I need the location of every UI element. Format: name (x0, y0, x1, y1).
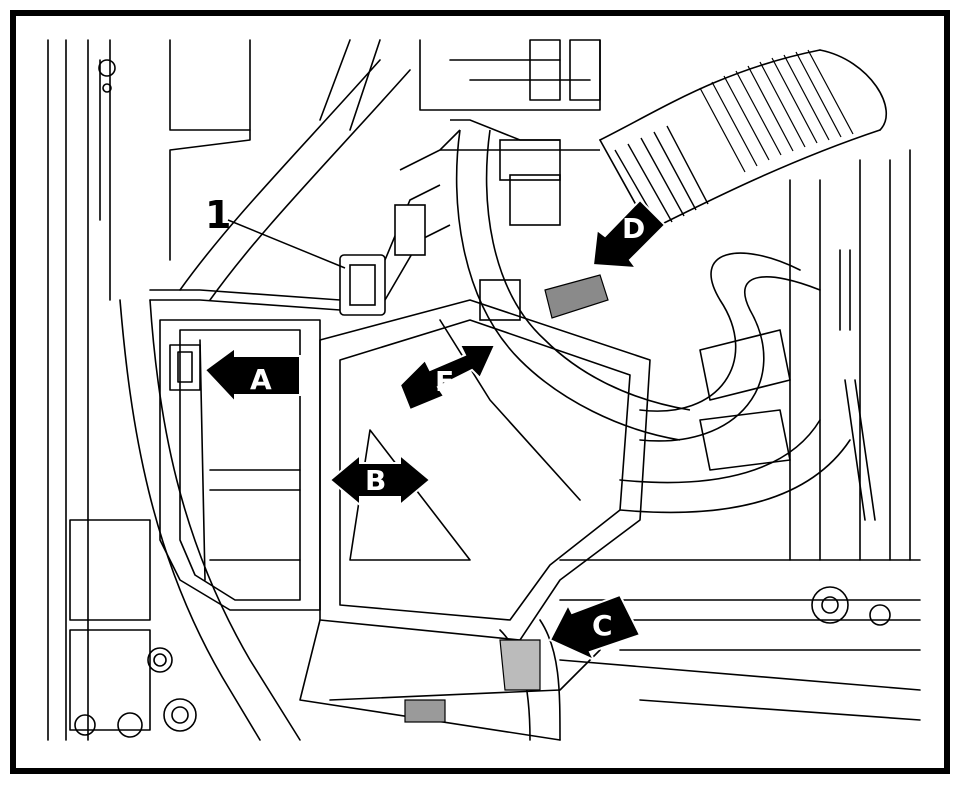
callout-a-label: A (250, 363, 272, 396)
callout-1-label: 1 (205, 193, 231, 237)
callout-b-arrow: B (328, 452, 432, 508)
callout-d-label: D (622, 212, 645, 245)
callout-c-label: C (592, 609, 613, 642)
callout-d-arrow: D (591, 198, 667, 270)
callout-e-arrow: E (398, 344, 497, 412)
engine-line-art (47, 39, 921, 741)
connector-1 (339, 129, 461, 316)
breather-pipe (440, 119, 691, 441)
callout-a-arrow: A (203, 346, 301, 405)
callout-e-label: E (435, 365, 454, 398)
diagram-border (10, 10, 950, 774)
hose-ribbing (699, 49, 854, 173)
callout-1-leader (227, 219, 346, 269)
callout-c-arrow: C (548, 593, 642, 663)
connector-ribbing (614, 125, 709, 229)
shaded-parts (404, 274, 609, 723)
callout-b-label: B (365, 464, 386, 497)
